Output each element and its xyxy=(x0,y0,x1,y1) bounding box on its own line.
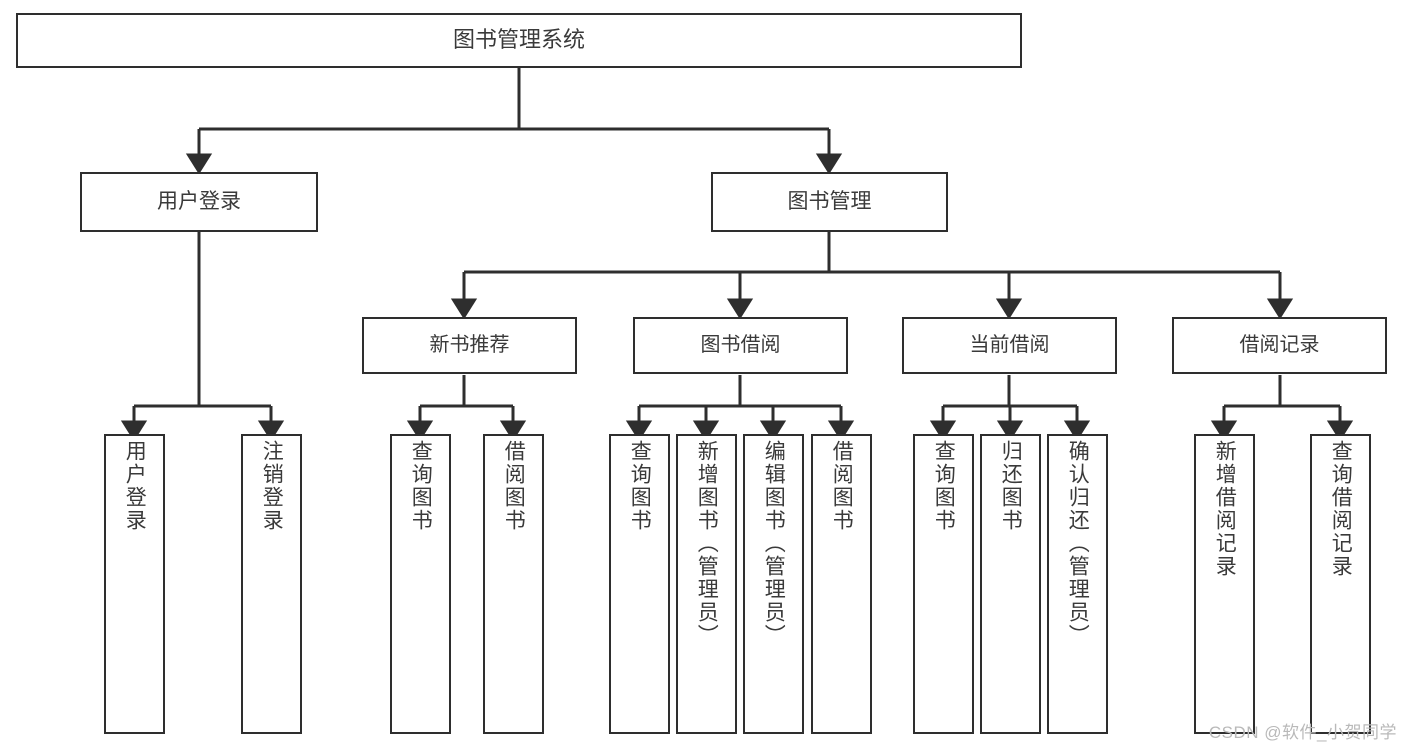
leaf-user-login-logout[interactable]: 注销登录 xyxy=(241,434,302,734)
node-label: 注销登录 xyxy=(260,440,284,532)
node-label: 确认归还（管理员） xyxy=(1066,440,1090,647)
leaf-new-book-query[interactable]: 查询图书 xyxy=(390,434,451,734)
node-label: 当前借阅 xyxy=(969,334,1050,357)
node-label: 查询图书 xyxy=(628,440,652,532)
node-label: 借阅记录 xyxy=(1239,334,1320,357)
node-book-management[interactable]: 图书管理 xyxy=(711,172,948,232)
node-label: 图书借阅 xyxy=(700,334,781,357)
node-current-borrow[interactable]: 当前借阅 xyxy=(902,317,1117,374)
node-book-borrow[interactable]: 图书借阅 xyxy=(633,317,848,374)
node-new-book-recommend[interactable]: 新书推荐 xyxy=(362,317,577,374)
node-label: 借阅图书 xyxy=(502,440,526,532)
leaf-current-borrow-confirm-return[interactable]: 确认归还（管理员） xyxy=(1047,434,1108,734)
leaf-new-book-borrow[interactable]: 借阅图书 xyxy=(483,434,544,734)
csdn-watermark: CSDN @软件_小贺同学 xyxy=(1208,723,1397,742)
node-label: 查询借阅记录 xyxy=(1329,440,1353,578)
leaf-book-borrow-query[interactable]: 查询图书 xyxy=(609,434,670,734)
node-label: 新增图书（管理员） xyxy=(695,440,719,647)
node-label: 查询图书 xyxy=(409,440,433,532)
node-label: 图书管理 xyxy=(787,190,872,214)
node-borrow-record[interactable]: 借阅记录 xyxy=(1172,317,1387,374)
leaf-book-borrow-edit[interactable]: 编辑图书（管理员） xyxy=(743,434,804,734)
leaf-book-borrow-add[interactable]: 新增图书（管理员） xyxy=(676,434,737,734)
leaf-current-borrow-query[interactable]: 查询图书 xyxy=(913,434,974,734)
leaf-book-borrow-borrow[interactable]: 借阅图书 xyxy=(811,434,872,734)
node-label: 用户登录 xyxy=(123,440,147,532)
node-label: 新增借阅记录 xyxy=(1213,440,1237,578)
node-label: 借阅图书 xyxy=(830,440,854,532)
leaf-borrow-record-query[interactable]: 查询借阅记录 xyxy=(1310,434,1371,734)
node-label: 新书推荐 xyxy=(429,334,510,357)
node-label: 编辑图书（管理员） xyxy=(762,440,786,647)
leaf-current-borrow-return[interactable]: 归还图书 xyxy=(980,434,1041,734)
node-user-login[interactable]: 用户登录 xyxy=(80,172,318,232)
leaf-borrow-record-add[interactable]: 新增借阅记录 xyxy=(1194,434,1255,734)
node-root-library-system[interactable]: 图书管理系统 xyxy=(16,13,1022,68)
node-label: 用户登录 xyxy=(157,190,241,214)
node-label: 归还图书 xyxy=(999,440,1023,532)
node-label: 图书管理系统 xyxy=(452,27,585,53)
leaf-user-login-login[interactable]: 用户登录 xyxy=(104,434,165,734)
node-label: 查询图书 xyxy=(932,440,956,532)
